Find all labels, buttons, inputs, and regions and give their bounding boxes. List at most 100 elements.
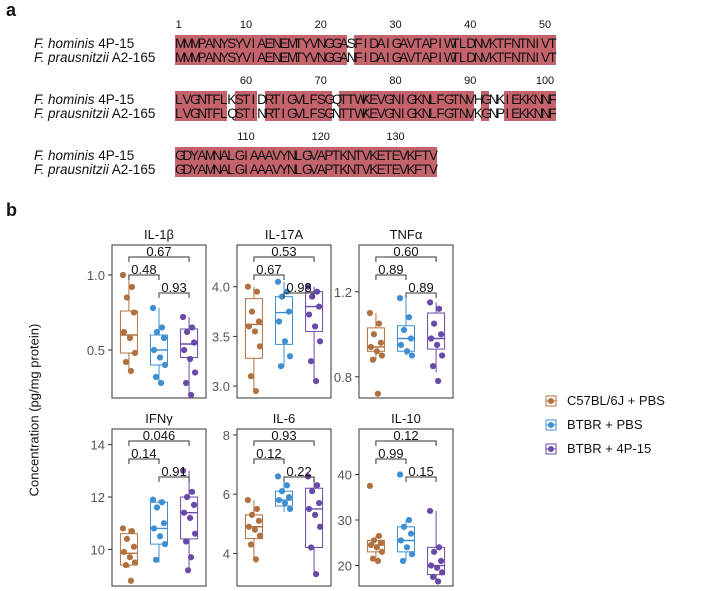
data-point <box>122 561 130 569</box>
data-point <box>377 539 385 546</box>
data-point <box>397 537 405 544</box>
data-point <box>374 390 382 397</box>
data-point <box>244 283 252 290</box>
data-point <box>375 320 383 327</box>
data-point <box>120 328 128 336</box>
data-point <box>187 554 195 561</box>
data-point <box>187 391 195 399</box>
data-point <box>370 331 378 338</box>
data-point <box>119 525 127 532</box>
significance-bracket <box>375 274 407 280</box>
data-point <box>130 309 138 316</box>
mismatch-gap <box>257 91 265 121</box>
data-point <box>285 308 293 315</box>
panel-title: TNFα <box>390 227 423 242</box>
data-point <box>403 544 411 551</box>
data-point <box>158 499 166 506</box>
data-point <box>128 527 136 535</box>
data-point <box>399 557 407 565</box>
data-point <box>430 320 438 327</box>
data-point <box>245 323 253 330</box>
data-point <box>278 488 286 495</box>
data-point <box>426 299 434 306</box>
p-value-label: 0.53 <box>271 244 296 259</box>
data-point <box>153 328 161 336</box>
y-axis-label: Concentration (pg/mg protein) <box>26 323 42 497</box>
data-point <box>366 482 374 489</box>
p-value-label: 0.89 <box>408 280 433 295</box>
sequence-name: F. prausnitzii A2-165 <box>34 106 156 121</box>
panel-title: IFNγ <box>145 411 173 426</box>
data-point <box>305 505 313 513</box>
data-point <box>312 571 320 578</box>
data-point <box>427 335 435 342</box>
y-tick-label: 4 <box>223 546 230 561</box>
data-point <box>437 331 445 338</box>
position-tick: 120 <box>311 131 330 143</box>
data-point <box>123 294 131 301</box>
box <box>119 533 138 566</box>
data-point <box>405 516 413 524</box>
data-point <box>150 346 158 354</box>
data-point <box>183 328 191 336</box>
y-tick-label: 14 <box>91 438 105 453</box>
data-point <box>182 538 190 545</box>
p-value-label: 0.89 <box>378 262 403 277</box>
data-point <box>308 293 316 300</box>
box <box>427 312 446 350</box>
significance-bracket <box>405 292 437 298</box>
data-point <box>149 496 157 503</box>
data-point <box>286 505 294 513</box>
data-point <box>429 573 437 580</box>
data-point <box>374 557 382 565</box>
sequence-name: F. prausnitzii A2-165 <box>34 50 156 65</box>
position-tick: 1 <box>175 19 182 31</box>
mismatch-gap <box>496 91 504 121</box>
data-point <box>316 523 324 530</box>
data-point <box>253 288 261 295</box>
mismatch-gap <box>474 91 482 121</box>
data-point <box>307 358 315 365</box>
data-point <box>285 494 293 501</box>
data-point <box>286 353 294 360</box>
data-point <box>370 537 378 544</box>
data-point <box>188 324 196 331</box>
position-tick: 70 <box>314 75 327 87</box>
significance-bracket <box>283 292 315 298</box>
y-tick-label: 8 <box>223 428 230 443</box>
data-point <box>427 562 435 569</box>
data-point <box>119 271 127 279</box>
box <box>397 526 415 553</box>
data-point <box>152 556 160 563</box>
data-point <box>274 278 282 285</box>
data-point <box>255 318 263 325</box>
position-tick: 60 <box>239 75 253 87</box>
data-point <box>433 341 441 348</box>
data-point <box>130 543 138 550</box>
data-point <box>256 532 264 539</box>
data-point <box>434 377 442 385</box>
y-tick-label: 1.2 <box>334 285 352 300</box>
data-point <box>131 349 139 357</box>
data-point <box>397 341 405 348</box>
data-point <box>403 348 411 355</box>
data-point <box>191 369 199 376</box>
data-point <box>190 501 198 508</box>
data-point <box>127 367 135 375</box>
data-point <box>247 373 255 380</box>
data-point <box>252 556 260 563</box>
data-point <box>366 309 374 317</box>
data-point <box>311 511 319 519</box>
y-tick-label: 0.8 <box>334 370 352 385</box>
data-point <box>305 311 313 318</box>
data-point <box>131 559 139 566</box>
significance-bracket <box>128 440 190 446</box>
data-point <box>367 541 375 549</box>
data-point <box>435 305 443 312</box>
box <box>180 496 199 540</box>
p-value-label: 0.93 <box>271 428 296 443</box>
data-point <box>247 541 255 548</box>
y-tick-label: 10 <box>91 542 105 557</box>
